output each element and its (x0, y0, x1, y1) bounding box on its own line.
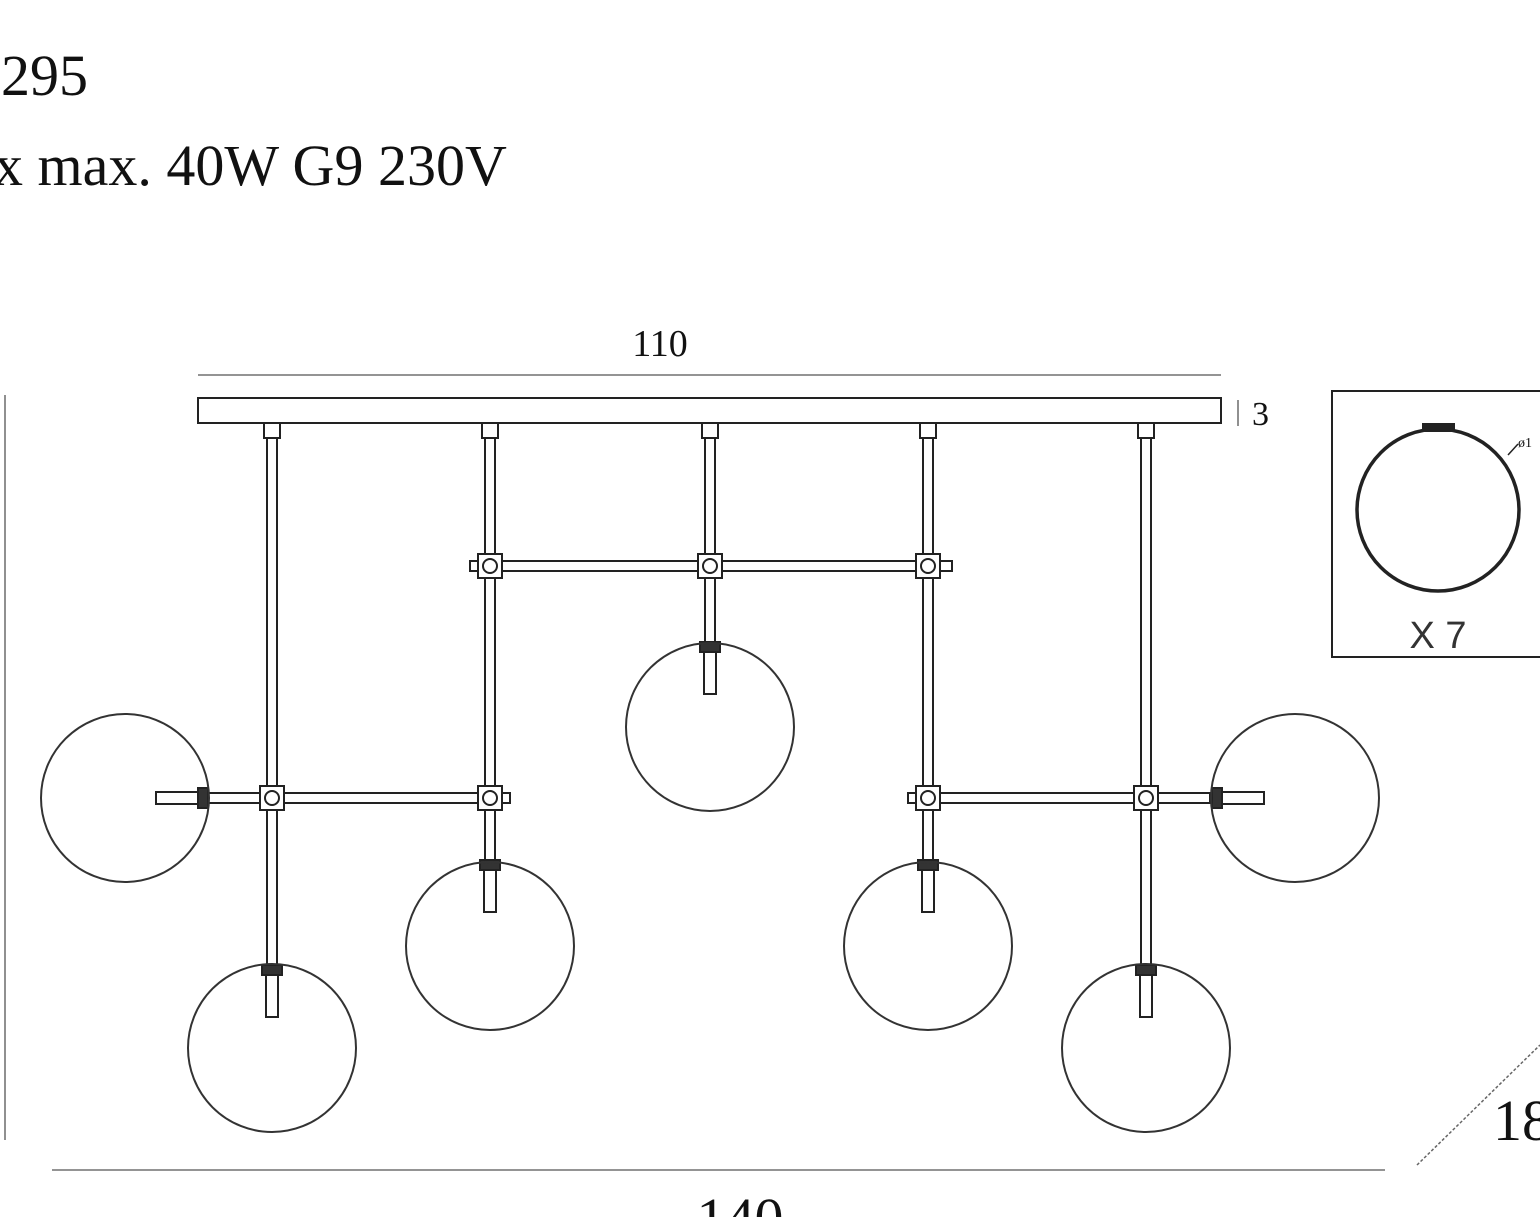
globe-diameter-label: ø1 (1518, 436, 1532, 451)
total-width-label: 140 (697, 1186, 784, 1217)
globe-quantity-label: X 7 (1409, 615, 1466, 657)
canopy-width-label: 110 (632, 323, 688, 365)
bulb-spec: x max. 40W G9 230V (0, 133, 507, 198)
glass-globe (405, 861, 575, 1031)
globe-detail-inset: ø1 X 7 (1331, 390, 1540, 658)
glass-globe (1061, 963, 1231, 1133)
glass-globe (843, 861, 1013, 1031)
glass-globe (187, 963, 357, 1133)
depth-label: 18 (1493, 1088, 1540, 1153)
lamp-frame (155, 422, 1265, 1018)
canopy-height-label: 3 (1252, 396, 1269, 433)
glass-globe (40, 713, 210, 883)
glass-globe (625, 642, 795, 812)
product-code: 0295 (0, 43, 88, 108)
depth-dimension-line (1416, 1044, 1540, 1166)
canopy (197, 397, 1222, 424)
glass-globe (1210, 713, 1380, 883)
